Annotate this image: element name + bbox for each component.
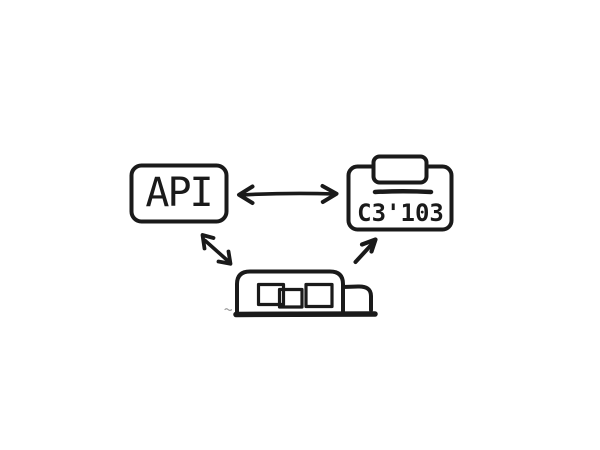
computer-unit-icon <box>235 269 345 316</box>
arrow-shaft <box>238 191 337 197</box>
computer-module-middle <box>277 287 304 309</box>
bidirectional-arrow-api-client-icon <box>200 233 233 266</box>
api-node-box <box>129 163 229 224</box>
computer-base-line <box>233 311 378 318</box>
device-node <box>346 154 454 232</box>
arrowhead <box>359 237 378 254</box>
client-node <box>224 269 378 318</box>
device-top-tab <box>371 154 429 185</box>
arrowhead-upper <box>200 233 216 251</box>
bidirectional-arrow-api-device-icon <box>237 184 339 205</box>
device-display-line <box>372 189 434 195</box>
arrow-shaft <box>353 241 375 264</box>
arrowhead-right <box>320 184 339 204</box>
arrowhead-lower <box>216 249 233 266</box>
arrow-shaft <box>203 238 230 263</box>
computer-side-tab <box>341 284 373 312</box>
device-node-label: C3'103 <box>357 199 444 227</box>
computer-module-left <box>256 282 286 307</box>
api-node <box>129 163 229 224</box>
api-node-label: API <box>145 170 213 216</box>
computer-module-right <box>304 282 334 309</box>
stray-sketch-mark <box>224 308 233 311</box>
arrowhead-left <box>237 184 255 205</box>
arrow-client-device-icon <box>353 237 378 264</box>
